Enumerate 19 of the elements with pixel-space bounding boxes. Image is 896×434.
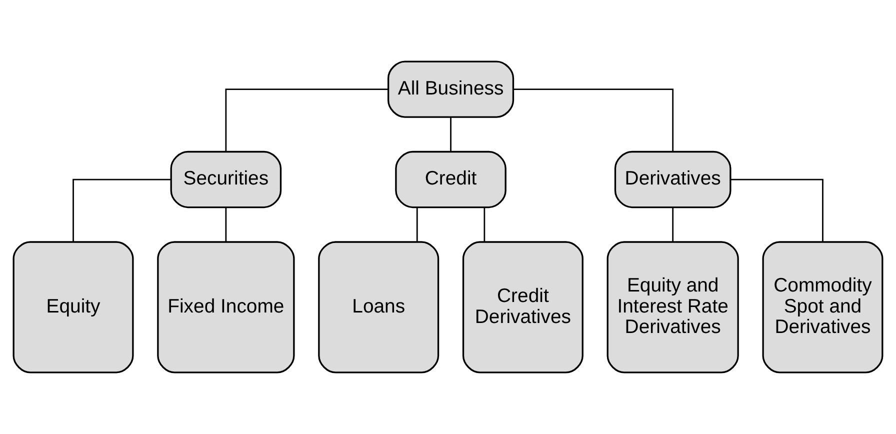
node-box: Derivatives	[614, 150, 732, 208]
node-box: Equity	[12, 241, 134, 374]
connector	[730, 178, 824, 242]
connector	[450, 117, 452, 152]
node-box: Fixed Income	[157, 241, 295, 374]
node-box: Equity and Interest Rate Derivatives	[606, 241, 739, 374]
connector	[225, 208, 227, 242]
node-box: Securities	[170, 150, 282, 208]
node-box: Credit	[395, 150, 506, 208]
connector	[416, 208, 418, 242]
node-box: All Business	[387, 60, 514, 118]
node-box: Loans	[318, 241, 440, 374]
node-box: Credit Derivatives	[462, 241, 584, 374]
connector	[514, 88, 674, 152]
connector	[672, 208, 674, 242]
connector	[225, 88, 388, 152]
connector	[484, 208, 486, 242]
connector	[72, 178, 171, 242]
node-box: Commodity Spot and Derivatives	[762, 241, 884, 374]
